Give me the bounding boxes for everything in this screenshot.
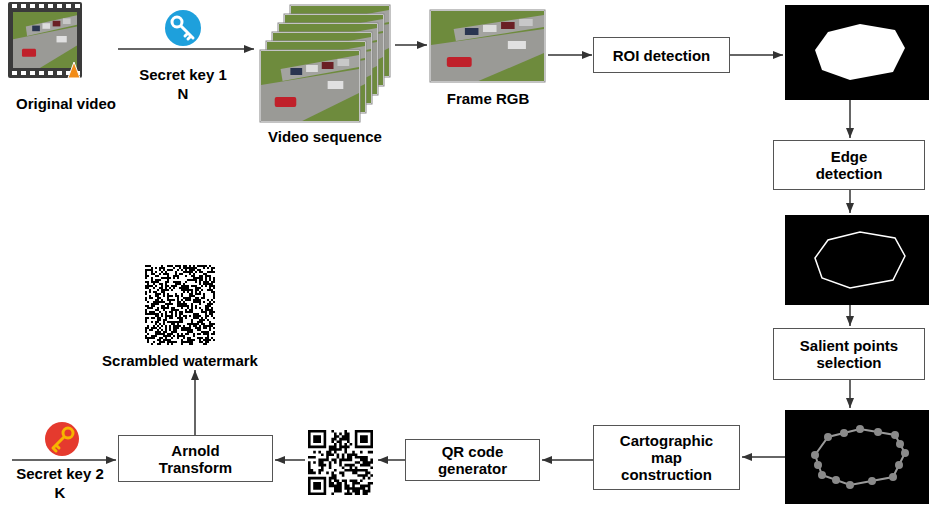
- process-box: Salient points selection: [773, 328, 925, 380]
- flow-arrow: [849, 305, 851, 326]
- edge-image: [785, 215, 929, 305]
- salient-point: [889, 473, 897, 481]
- salient-image: [785, 410, 929, 504]
- process-box: Edge detection: [773, 140, 925, 190]
- box-label: Cartographic map construction: [617, 432, 717, 483]
- scrambled-watermark: [145, 265, 215, 345]
- salient-point: [818, 471, 826, 479]
- key-label: N: [178, 85, 189, 102]
- key-label: Secret key 1: [139, 66, 227, 83]
- process-box: Cartographic map construction: [593, 425, 740, 490]
- box-label: QR code generator: [433, 443, 513, 477]
- flow-arrow: [395, 44, 427, 46]
- salient-point: [824, 433, 832, 441]
- frame-border: [430, 10, 545, 82]
- flow-arrow: [548, 54, 592, 56]
- image-caption-text: Original video: [14, 95, 118, 112]
- key-label: K: [55, 484, 66, 501]
- flow-arrows: [12, 55, 850, 460]
- salient-point: [901, 449, 909, 457]
- image-caption-text: Scrambled watermark: [100, 352, 260, 369]
- process-box: Arnold Transform: [118, 435, 273, 482]
- flow-arrow: [849, 190, 851, 213]
- box-label: Edge detection: [804, 148, 894, 182]
- flow-arrow: [730, 54, 783, 56]
- key-disc: [45, 422, 79, 456]
- flow-arrow: [378, 459, 405, 461]
- image-caption: Video sequence: [255, 3, 395, 145]
- player-cone: [68, 62, 80, 78]
- salient-points: [811, 425, 909, 489]
- flow-arrow: [194, 370, 196, 435]
- key-label: Secret key 2: [16, 465, 104, 482]
- qr-code: [308, 430, 373, 495]
- image-caption-text: Video sequence: [255, 128, 395, 145]
- qr-ground: [305, 428, 375, 495]
- scrambled-ground: [145, 265, 215, 345]
- roi-edge: [815, 232, 905, 288]
- image-caption: Frame RGB: [428, 10, 548, 107]
- salient-point: [868, 477, 876, 485]
- frame-border: [260, 50, 360, 122]
- box-label: Arnold Transform: [156, 442, 236, 476]
- flow-arrow: [849, 100, 851, 138]
- box-label: ROI detection: [613, 47, 711, 64]
- key-blade: [181, 26, 193, 39]
- salient-point: [840, 429, 848, 437]
- flow-arrow: [12, 459, 116, 461]
- process-box: QR code generator: [405, 439, 540, 481]
- frame-picture: [261, 51, 359, 121]
- flow-arrow: [118, 48, 254, 50]
- image-caption: Original video: [14, 0, 118, 112]
- process-box: ROI detection: [593, 37, 730, 73]
- roi-mask: [815, 24, 905, 80]
- film-picture: [13, 12, 77, 68]
- key-icon: [165, 10, 201, 46]
- salient-point: [832, 476, 840, 484]
- film-strip: [8, 2, 82, 78]
- salient-point: [874, 428, 882, 436]
- mask-image: [785, 5, 929, 100]
- salient-point: [891, 431, 899, 439]
- salient-point: [814, 461, 822, 469]
- key-icon: [45, 422, 79, 456]
- flow-arrow: [542, 459, 593, 461]
- salient-point: [856, 425, 864, 433]
- key-blade: [53, 437, 64, 451]
- salient-point: [846, 481, 854, 489]
- roi-outline: [815, 429, 905, 485]
- flow-arrow: [275, 459, 305, 461]
- film-icon: [8, 2, 82, 78]
- image-caption-text: Frame RGB: [428, 90, 548, 107]
- salient-point: [895, 461, 903, 469]
- image-caption: Scrambled watermark: [100, 263, 260, 369]
- film-sprockets: [12, 4, 80, 75]
- frame-picture: [431, 11, 544, 81]
- salient-point: [896, 440, 904, 448]
- flow-arrow: [742, 456, 785, 458]
- box-label: Salient points selection: [789, 337, 909, 371]
- flow-arrow: [849, 380, 851, 408]
- key-disc: [165, 10, 201, 46]
- salient-point: [811, 451, 819, 459]
- frame-stack: [260, 5, 390, 122]
